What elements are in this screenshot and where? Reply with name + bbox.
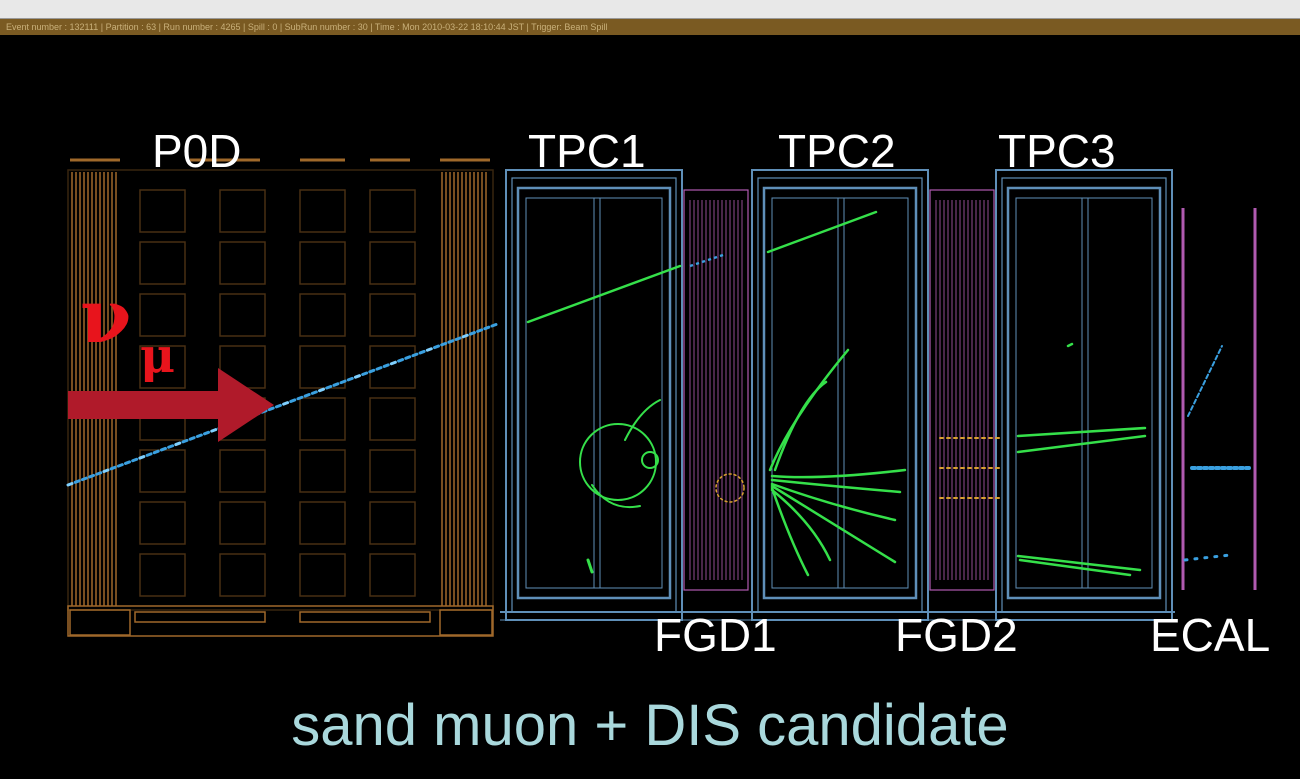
dis-tracks [526, 210, 1252, 577]
label-fgd2: FGD2 [895, 609, 1018, 661]
tpc1-chamber [500, 169, 690, 621]
window-top-strip [0, 0, 1300, 19]
fgd1-module [683, 189, 749, 591]
label-fgd1: FGD1 [654, 609, 777, 661]
label-tpc3: TPC3 [998, 125, 1116, 177]
fgd2-module [929, 189, 995, 591]
ecal-module [1181, 208, 1257, 590]
neutrino-beam-arrow [68, 368, 274, 442]
label-tpc2: TPC2 [778, 125, 896, 177]
neutrino-symbol: ν [80, 274, 132, 360]
label-ecal: ECAL [1150, 609, 1271, 661]
p0d-detector [67, 158, 494, 637]
label-tpc1: TPC1 [528, 125, 646, 177]
event-info-bar: Event number : 132111 | Partition : 63 |… [0, 19, 1300, 35]
tpc2-chamber [690, 169, 930, 621]
label-p0d: P0D [152, 125, 242, 177]
event-caption: sand muon + DIS candidate [291, 693, 1009, 758]
tpc3-chamber [930, 169, 1175, 621]
neutrino-subscript: μ [140, 328, 176, 384]
